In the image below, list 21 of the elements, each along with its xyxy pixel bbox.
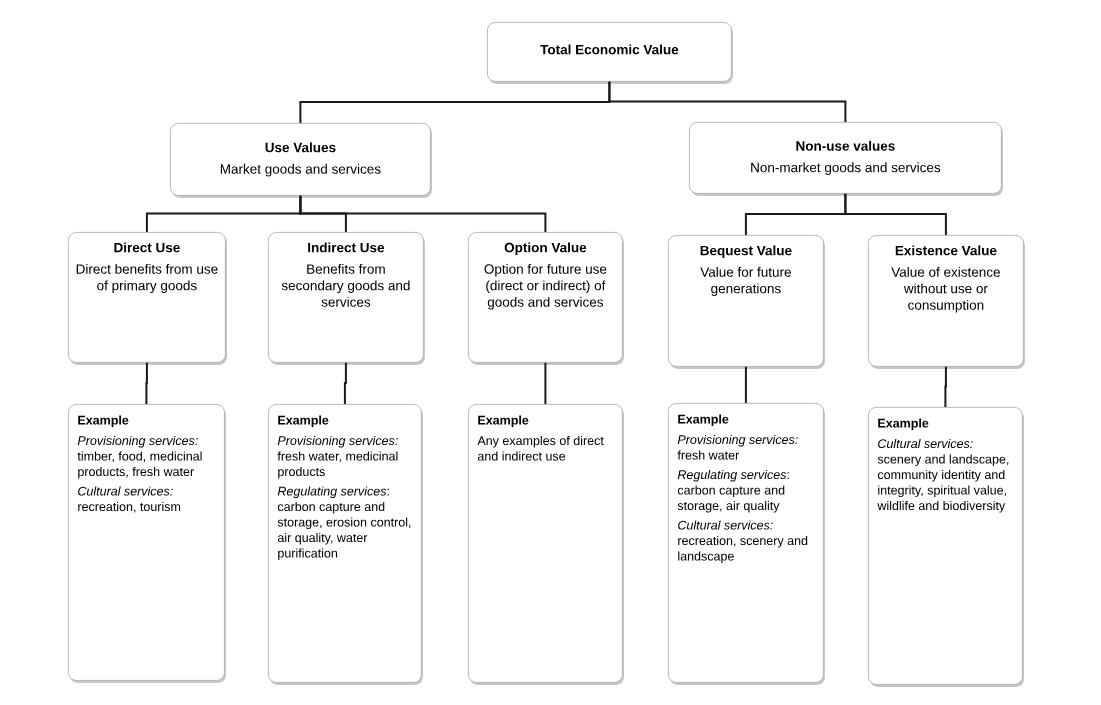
example-box: Example Cultural services: scenery and landscape, community identity and integrity, spiritual value, wildlife and biodiversity (868, 407, 1024, 687)
example-box: Example Provisioning services: fresh water, medicinal products Regulating services: carbon capture and storage, erosion control, air quality, water purification (268, 404, 423, 685)
example-box: Example Provisioning services: timber, food, medicinal products, fresh water Cultural services: recreation, tourism (68, 404, 226, 683)
connector-line (608, 80, 847, 123)
connector-line (744, 365, 747, 404)
connector-line (844, 192, 947, 236)
connector-line (299, 194, 547, 233)
value-box: Direct Use Direct benefits from use of primary goods (68, 232, 227, 365)
category-box: Non-use values Non-market goods and services (689, 122, 1003, 196)
connector-line (145, 361, 148, 405)
connector-line (544, 361, 547, 405)
category-box: Use Values Market goods and services (170, 123, 432, 198)
value-box: Option Value Option for future use (direct or indirect) of goods and services (468, 232, 624, 365)
value-box: Bequest Value Value for future generations (668, 235, 825, 369)
connector-line (944, 365, 947, 408)
value-box: Indirect Use Benefits from secondary goods and services (268, 232, 425, 365)
example-box: Example Provisioning services: fresh water Regulating services: carbon capture and storage, air quality Cultural services: recreation, scenery and landscape (668, 403, 825, 685)
category-box: Total Economic Value (487, 22, 733, 84)
connector-line (343, 361, 347, 405)
value-box: Existence Value Value of existence without use or consumption (868, 235, 1025, 369)
example-box: Example Any examples of direct and indirect use (468, 404, 624, 685)
